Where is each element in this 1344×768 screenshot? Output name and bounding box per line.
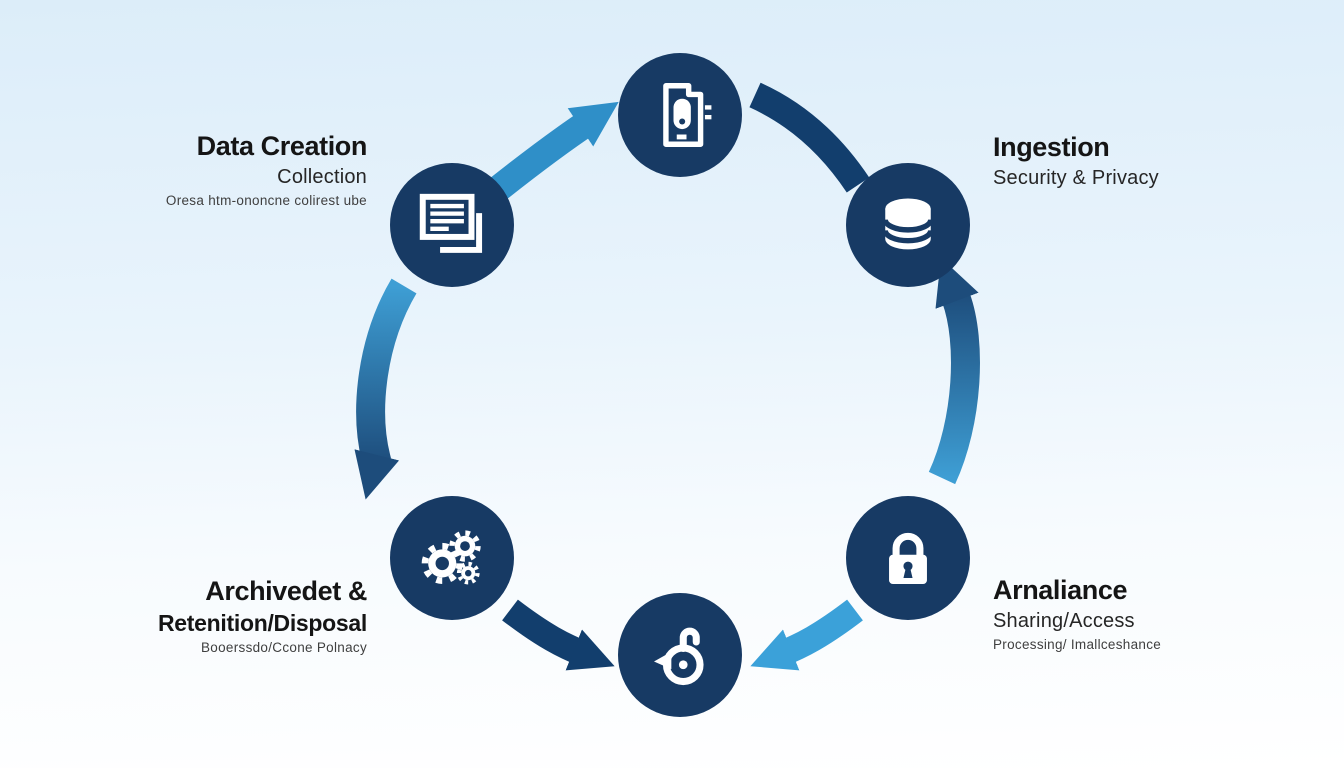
label-subtitle: Sharing/Access (993, 609, 1135, 632)
node-upper-left (390, 163, 514, 287)
label-subtitle: Retenition/Disposal (158, 609, 367, 636)
arrow-top-to-ingestion (749, 82, 870, 193)
node-bottom-center (618, 593, 742, 717)
arrow-security-to-ingestion (928, 257, 980, 485)
node-lower-left (390, 496, 514, 620)
document-scan-icon (663, 83, 712, 147)
label-data-creation: Data Creation Collection Oresa htm-ononc… (165, 131, 368, 208)
label-title: Data Creation (196, 131, 368, 161)
label-archive-retention: Archivedet & Retenition/Disposal Booerss… (158, 576, 367, 656)
node-top-center (618, 53, 742, 177)
lock-icon (889, 532, 927, 584)
arrow-collection-to-archive (354, 278, 417, 500)
label-caption: Processing/ Imallceshance (993, 636, 1162, 652)
database-icon (882, 198, 934, 250)
node-upper-right (846, 163, 970, 287)
label-caption: Booerssdo/Ccone Polnacy (201, 640, 367, 656)
label-caption: Oresa htm-ononcne colirest ube (165, 192, 367, 208)
label-title: Ingestion (993, 132, 1110, 162)
documents-icon (419, 193, 483, 253)
gears-icon (421, 530, 481, 585)
cycle-arrow-icon (654, 627, 704, 686)
arrow-security-to-bottom (750, 599, 863, 671)
label-subtitle: Security & Privacy (993, 166, 1159, 189)
node-lower-right (846, 496, 970, 620)
label-ingestion: Ingestion Security & Privacy (993, 132, 1159, 191)
label-sharing-access: Arnaliance Sharing/Access Processing/ Im… (993, 575, 1162, 652)
label-title: Arnaliance (993, 575, 1128, 605)
label-subtitle: Collection (277, 165, 367, 188)
label-title: Archivedet & (205, 576, 367, 606)
arrow-archive-to-bottom (502, 599, 615, 671)
